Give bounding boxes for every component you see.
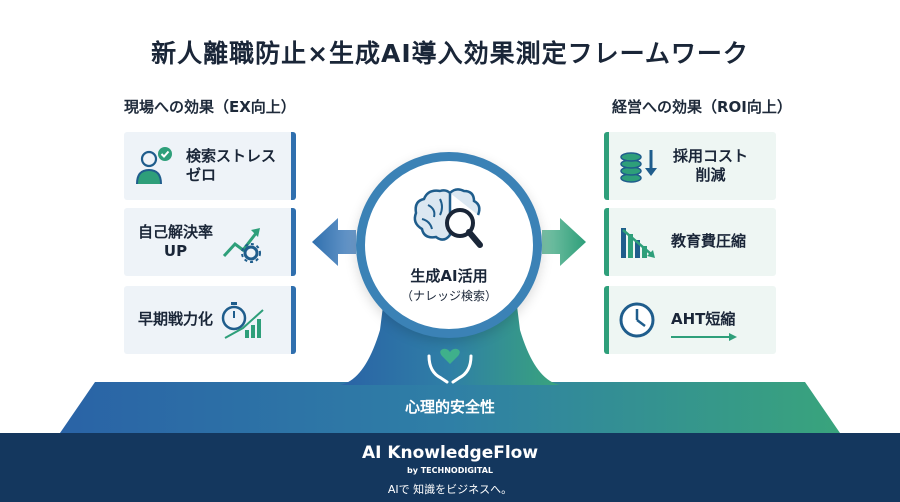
left-heading: 現場への効果（EX向上） (124, 98, 296, 116)
right-panel: 採用コスト削減 教育費圧縮 AHT短縮 (604, 124, 776, 360)
card-training-cost: 教育費圧縮 (604, 208, 776, 276)
foundation-label: 心理的安全性 (404, 398, 495, 416)
person-check-icon (136, 147, 172, 185)
brand-by: by TECHNODIGITAL (407, 466, 493, 475)
right-arrow (542, 218, 586, 266)
foundation-base (60, 382, 840, 433)
card-early-ramp: 早期戦力化 (124, 286, 296, 354)
coins-down-icon (620, 150, 657, 183)
hands-heart-icon (427, 348, 473, 384)
card-search-stress: 検索ストレスゼロ (124, 132, 296, 200)
brain-magnifier-icon (413, 188, 483, 248)
footer: AI KnowledgeFlow by TECHNODIGITAL AIで 知識… (0, 433, 900, 502)
page-title: 新人離職防止×生成AI導入効果測定フレームワーク (151, 39, 749, 68)
card-label: 採用コスト削減 (673, 146, 749, 185)
card-aht: AHT短縮 (604, 286, 776, 354)
growth-gear-icon (222, 228, 262, 263)
arrow-right-icon (671, 333, 737, 342)
card-label: 教育費圧縮 (671, 232, 747, 251)
left-arrow (312, 218, 356, 266)
card-label: 早期戦力化 (138, 310, 214, 329)
clock-arrow-icon (619, 302, 655, 338)
card-hiring-cost: 採用コスト削減 (604, 132, 776, 200)
card-label: AHT短縮 (671, 310, 737, 342)
stopwatch-chart-icon (221, 302, 264, 339)
brand-name: AI KnowledgeFlow (361, 443, 539, 463)
center-circle: 生成AI活用 （ナレッジ検索） (356, 152, 542, 338)
center-subtitle: （ナレッジ検索） (400, 289, 497, 303)
brand-tagline: AIで 知識をビジネスへ。 (387, 483, 513, 496)
right-heading: 経営への効果（ROI向上） (612, 98, 792, 116)
bars-down-icon (621, 228, 655, 258)
center-title: 生成AI活用 (410, 267, 488, 285)
card-label: 検索ストレスゼロ (186, 146, 277, 185)
